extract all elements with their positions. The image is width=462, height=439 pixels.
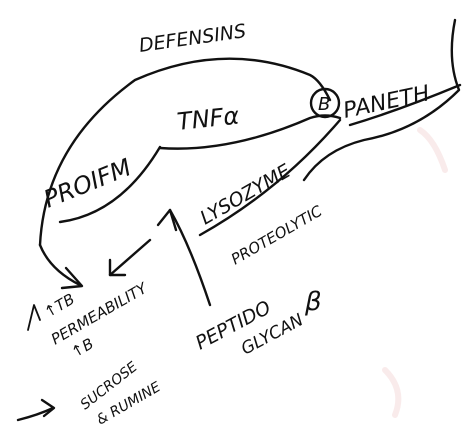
right-arc-line	[302, 18, 461, 182]
bottom-left-arrow	[16, 406, 55, 422]
arrow-head	[156, 208, 178, 232]
label-tnf-alpha: TNFα	[176, 102, 241, 136]
lysozyme-curve	[198, 118, 342, 237]
arc-to-tb-arrow	[38, 243, 82, 287]
proifm-underline	[58, 145, 162, 224]
label-paneth: PANETH	[341, 81, 432, 124]
down-left-arrow	[108, 238, 152, 277]
label-defensins: DEFENSINS	[138, 20, 248, 57]
label-beta: β	[304, 287, 322, 317]
label-proifm: PROIFM	[40, 153, 136, 213]
tb-up-arrow	[27, 304, 41, 331]
label-proteolytic: PROTEOLYTIC	[228, 202, 326, 269]
paneth-underline	[348, 83, 462, 127]
defensins-arc-line	[38, 57, 332, 247]
label-tb: ↑TB	[41, 290, 78, 322]
stain-mark	[417, 127, 448, 173]
stain-mark	[382, 367, 402, 418]
arrow-head	[108, 258, 127, 277]
arrow-head	[60, 266, 84, 290]
peptido-up-arrow	[168, 208, 212, 307]
b-circle-outline	[309, 87, 341, 119]
label-lysozyme: LYSOZYME	[197, 160, 295, 229]
arrow-head	[40, 398, 56, 418]
label-b-circle: B	[318, 94, 330, 115]
